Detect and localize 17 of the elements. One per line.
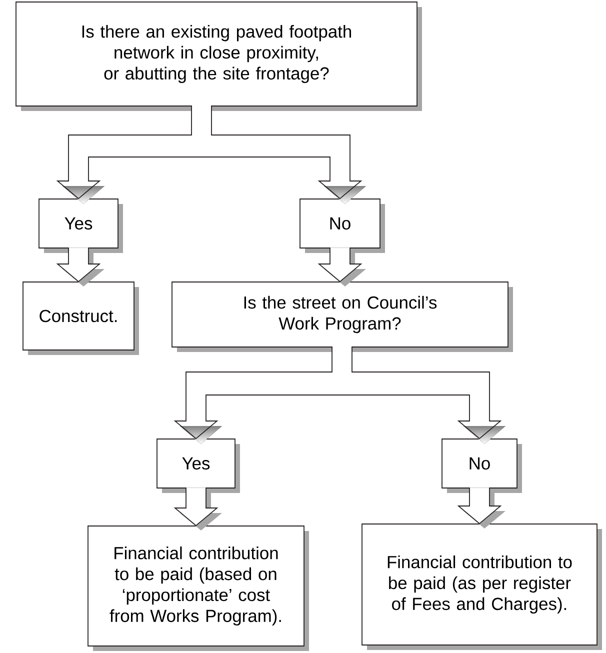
block-arrow xyxy=(457,487,506,529)
block-arrow xyxy=(174,347,342,444)
block-arrow xyxy=(174,487,222,531)
answer-box: Yes xyxy=(38,198,123,253)
outcome-box: Financial contribution to be paid (as per register of Fees and Charges). xyxy=(362,524,602,650)
question-box: Is there an existing paved footpath network in close proximity, or abutting the site frontage? xyxy=(16,2,422,112)
block-arrow xyxy=(201,106,366,204)
outcome-box: Construct. xyxy=(22,282,139,355)
block-arrow xyxy=(56,106,202,204)
answer-box: No xyxy=(300,198,385,253)
block-arrow xyxy=(342,347,506,444)
answer-box: Yes xyxy=(156,438,240,493)
question-box: Is the street on Council’s Work Program? xyxy=(172,282,513,353)
block-arrow xyxy=(318,247,366,287)
block-arrow xyxy=(56,247,104,287)
answer-box: No xyxy=(442,438,522,493)
outcome-box: Financial contribution to be paid (based on ‘proportionate’ cost from Works Program). xyxy=(88,526,309,651)
